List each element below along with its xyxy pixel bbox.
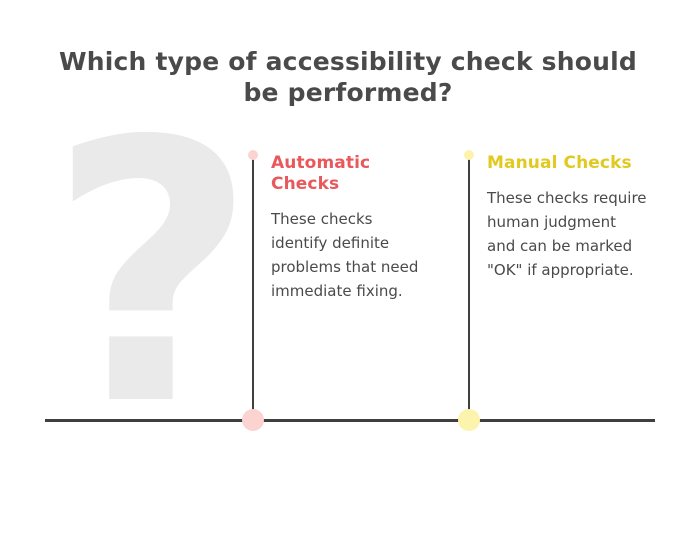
branch-heading: Manual Checks: [487, 153, 632, 173]
timeline-baseline: [45, 419, 655, 422]
branch-baseline-dot-icon: [242, 409, 264, 431]
branch-stem-line: [252, 156, 254, 420]
branch-content: Manual Checks These checks require human…: [487, 153, 647, 282]
branch-top-dot-icon: [464, 150, 474, 160]
branch-top-dot-icon: [248, 150, 258, 160]
branch-content: Automatic Checks These checks identify d…: [271, 153, 431, 303]
slide-title: Which type of accessibility check should…: [58, 47, 637, 107]
branch-body-text: These checks require human judgment and …: [487, 189, 647, 279]
question-mark-watermark-icon: ?: [48, 65, 257, 484]
branch-stem-line: [468, 156, 470, 420]
branch-heading: Automatic Checks: [271, 153, 371, 194]
branch-baseline-dot-icon: [458, 409, 480, 431]
branch-body-text: These checks identify definite problems …: [271, 210, 419, 300]
